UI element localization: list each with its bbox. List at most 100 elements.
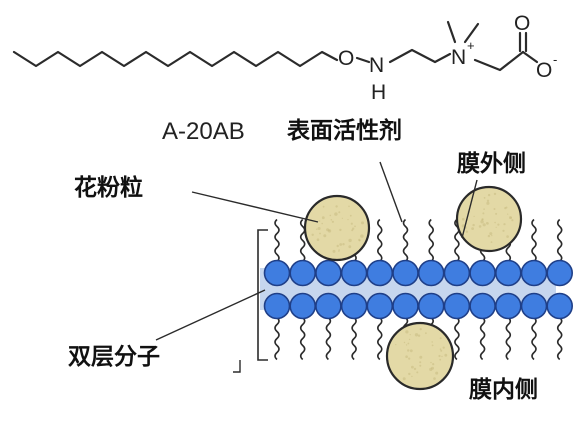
lower-headgroup [417, 292, 445, 320]
pollen-speck [490, 241, 493, 244]
pollen-speck [319, 232, 321, 235]
pollen-speck [433, 377, 436, 380]
upper-tail [556, 218, 563, 263]
pollen-speck [472, 223, 475, 227]
pollen-speck [339, 243, 343, 246]
pollen-speck [350, 222, 353, 225]
pollen-speck [482, 223, 486, 227]
pollen-speck [407, 349, 410, 352]
bilayer-leader [155, 289, 266, 341]
surfactant-leader [379, 161, 403, 223]
pollen-texture [311, 192, 514, 381]
pollen-speck [511, 219, 514, 222]
chemical-structure [12, 20, 539, 72]
pollen-speck [409, 349, 413, 353]
hydrogen-amine-atom: H [371, 81, 386, 104]
pollen-speck [330, 219, 333, 221]
bond-c-o-anion [521, 50, 539, 64]
lower-tail [299, 316, 306, 361]
pollen-label: 花粉粒 [74, 174, 143, 201]
pollen-speck [358, 239, 361, 242]
pollen-speck [487, 234, 491, 238]
lower-tail [556, 316, 563, 361]
pollen-speck [510, 216, 512, 219]
pollen-speck [442, 346, 445, 349]
pollen-speck [395, 344, 397, 346]
lower-headgroups [263, 292, 574, 320]
pollen-grains [303, 185, 523, 391]
pollen-speck [430, 361, 432, 364]
pollen-speck [493, 192, 497, 196]
pollen-speck [311, 233, 314, 236]
upper-headgroup [520, 259, 548, 287]
pollen-speck [361, 221, 364, 225]
bracket-tick [233, 360, 241, 373]
pollen-speck [342, 243, 345, 246]
pollen-speck [321, 216, 325, 220]
pollen-speck [405, 330, 409, 334]
lower-headgroup [520, 292, 548, 320]
lower-tail [479, 316, 486, 361]
acetate-chain [473, 50, 525, 72]
pollen-speck [339, 228, 342, 232]
methyl-bond-left [446, 20, 457, 44]
pollen-speck [316, 228, 318, 230]
lower-headgroup [315, 292, 342, 320]
bilayer-bracket [257, 229, 268, 361]
compound-label: A-20AB [162, 118, 245, 145]
lower-headgroup [469, 292, 496, 320]
pollen-speck [486, 222, 488, 224]
pollen-speck [409, 334, 411, 336]
pollen-speck [493, 208, 496, 210]
lower-headgroup [289, 292, 317, 320]
pollen-speck [351, 229, 354, 232]
pollen-speck [429, 367, 433, 371]
pollen-speck [482, 212, 485, 215]
pollen-speck [354, 225, 356, 228]
pollen-speck [338, 250, 340, 252]
pollen-speck [425, 332, 427, 335]
lipid-bilayer [260, 218, 574, 361]
pollen-speck [321, 222, 324, 225]
pollen-speck [408, 357, 411, 360]
pollen-speck [407, 342, 410, 345]
pollen-speck [323, 234, 327, 238]
pollen-speck [414, 333, 419, 337]
ethylene-linker [388, 48, 452, 64]
pollen-speck [471, 227, 474, 231]
pollen-speck [338, 249, 340, 251]
pollen-speck [483, 208, 485, 210]
pollen-speck [491, 235, 493, 237]
pollen-speck [349, 214, 352, 217]
pollen-speck [486, 201, 490, 205]
oxygen-carbonyl-atom: O [514, 12, 530, 35]
upper-headgroup [417, 259, 445, 287]
pollen-speck [411, 375, 413, 378]
nitrogen-amine-atom: N [369, 54, 384, 77]
pollen-speck [419, 355, 423, 359]
pollen-speck [495, 226, 497, 228]
upper-headgroup [469, 259, 496, 287]
pollen-speck [341, 217, 343, 219]
upper-headgroup [315, 259, 342, 287]
pollen-speck [465, 230, 469, 233]
pollen-speck [495, 212, 498, 215]
alkyl-chain [12, 50, 339, 68]
pollen-grain-3 [385, 321, 455, 391]
pollen-speck [478, 225, 482, 228]
bond-o-n [355, 56, 371, 64]
pollen-speck [483, 197, 486, 199]
pollen-speck [405, 355, 408, 359]
upper-tail [531, 218, 537, 263]
pollen-speck [317, 227, 321, 230]
pollen-speck [322, 205, 325, 208]
pollen-speck [494, 221, 496, 224]
pollen-speck [335, 205, 338, 208]
pollen-speck [461, 224, 465, 228]
pollen-speck [435, 371, 439, 375]
pollen-speck [497, 223, 500, 226]
pollen-speck [405, 344, 408, 346]
pollen-speck [481, 218, 484, 221]
pollen-speck [480, 220, 484, 224]
